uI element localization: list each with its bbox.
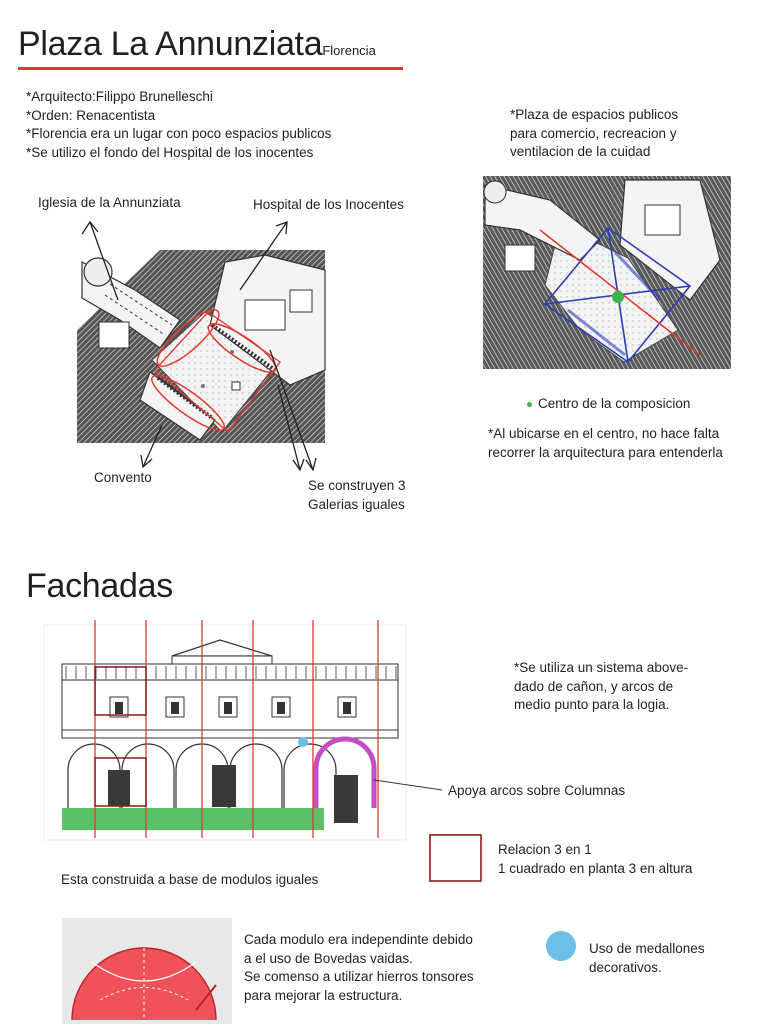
ratio-line: Relacion 3 en 1 <box>498 842 592 857</box>
vault-note-line: dado de cañon, y arcos de <box>514 678 674 694</box>
right-note: *Plaza de espacios publicos para comerci… <box>510 106 678 162</box>
label-hospital: Hospital de los Inocentes <box>253 197 404 212</box>
medallion-line: Uso de medallones <box>589 941 705 956</box>
legend-label: Centro de la composicion <box>538 396 691 411</box>
label-church: Iglesia de la Annunziata <box>38 195 181 210</box>
facades-heading: Fachadas <box>26 567 173 605</box>
page-title: Plaza La AnnunziataFlorencia <box>18 24 376 71</box>
right-note-line: *Plaza de espacios publicos <box>510 107 679 122</box>
title-subtitle: Florencia <box>322 43 376 58</box>
intro-line: *Arquitecto:Filippo Brunelleschi <box>26 89 213 104</box>
label-galleries: Se construyen 3 Galerias iguales <box>308 477 406 514</box>
composition-legend: Centro de la composicion <box>527 395 690 414</box>
intro-line: *Se utilizo el fondo del Hospital de los… <box>26 144 314 160</box>
medallion-text: Uso de medallones decorativos. <box>589 940 705 977</box>
right-note-line: ventilacion de la cuidad <box>510 144 651 159</box>
module-note: Cada modulo era independinte debido a el… <box>244 931 474 1005</box>
plan-right <box>483 176 731 369</box>
label-modules: Esta construida a base de modulos iguale… <box>61 872 319 887</box>
composition-note: *Al ubicarse en el centro, no hace falta… <box>488 425 723 462</box>
composition-note-line: *Al ubicarse en el centro, no hace falta <box>488 426 720 441</box>
composition-note-line: recorrer la arquitectura para entenderla <box>488 444 723 460</box>
medallion-icon <box>546 931 576 961</box>
medallion-line: decorativos. <box>589 959 662 975</box>
vault-note-line: *Se utiliza un sistema above- <box>514 660 689 675</box>
label-convent: Convento <box>94 470 152 485</box>
title-underline <box>18 67 403 70</box>
galleries-line: Se construyen 3 <box>308 478 406 493</box>
vault-note: *Se utiliza un sistema above- dado de ca… <box>514 659 688 715</box>
composition-center-dot <box>612 291 624 303</box>
label-arches: Apoya arcos sobre Columnas <box>448 783 626 798</box>
vault-note-line: medio punto para la logia. <box>514 697 670 712</box>
galleries-line: Galerias iguales <box>308 496 405 512</box>
title-main: Plaza La Annunziata <box>18 25 323 63</box>
facade-drawing <box>43 620 443 841</box>
intro-text: *Arquitecto:Filippo Brunelleschi *Orden:… <box>26 88 331 162</box>
module-note-line: para mejorar la estructura. <box>244 987 403 1003</box>
module-note-line: Cada modulo era independinte debido <box>244 932 473 947</box>
module-note-line: Se comenso a utilizar hierros tonsores <box>244 969 474 984</box>
module-note-line: a el uso de Bovedas vaidas. <box>244 950 413 966</box>
intro-line: *Florencia era un lugar con poco espacio… <box>26 126 332 141</box>
right-note-line: para comercio, recreacion y <box>510 125 677 141</box>
ratio-line: 1 cuadrado en planta 3 en altura <box>498 860 693 876</box>
legend-dot-icon <box>527 401 532 407</box>
plan-left <box>77 220 326 472</box>
vault-drawing <box>62 918 232 1024</box>
intro-line: *Orden: Renacentista <box>26 107 156 123</box>
ratio-text: Relacion 3 en 1 1 cuadrado en planta 3 e… <box>498 841 692 878</box>
ratio-square <box>429 834 482 882</box>
